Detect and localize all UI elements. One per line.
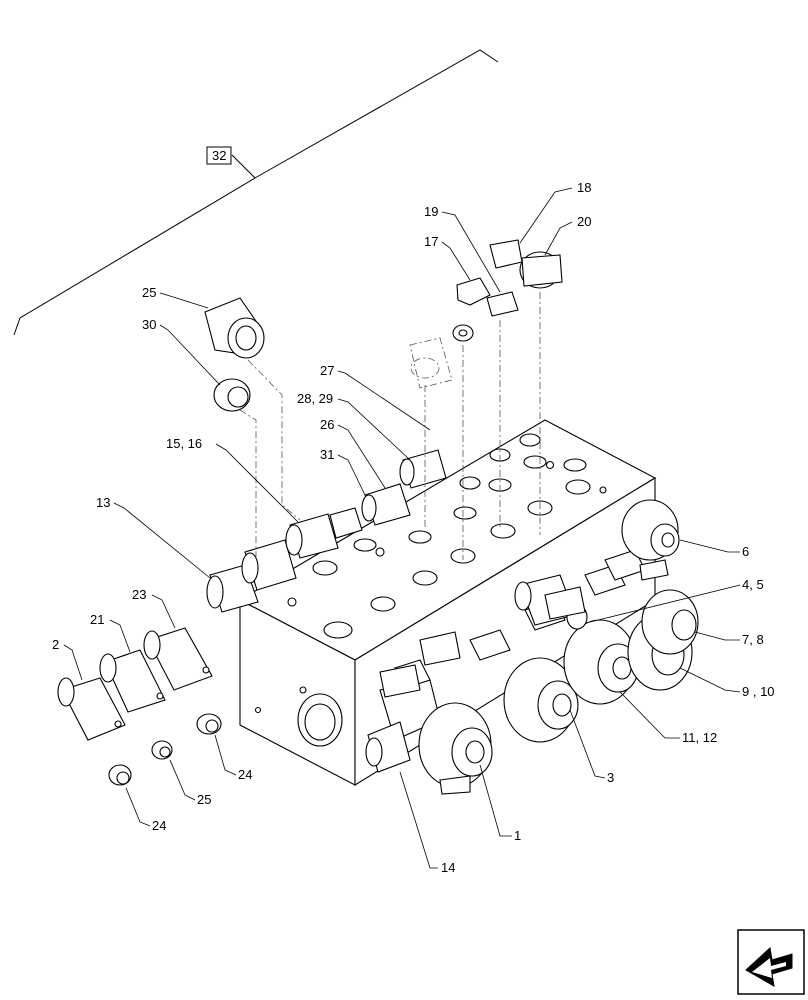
fitting-item-28-29: [399, 449, 447, 489]
cap-item-20: [519, 251, 563, 289]
callout-24-upper: 24: [238, 767, 252, 782]
callout-6: 6: [742, 544, 749, 559]
callout-32: 32: [212, 148, 226, 163]
callout-7-8: 7, 8: [742, 632, 764, 647]
callout-20: 20: [577, 214, 591, 229]
callout-30: 30: [142, 317, 156, 332]
coil-connectors: [379, 586, 586, 698]
ghost-part-item-27: [409, 337, 453, 389]
cartridge-item-23: [143, 627, 213, 691]
callout-26: 26: [320, 417, 334, 432]
callout-2: 2: [52, 637, 59, 652]
callout-13: 13: [96, 495, 110, 510]
callout-21: 21: [90, 612, 104, 627]
callout-1: 1: [514, 828, 521, 843]
cartridge-item-21: [99, 649, 166, 713]
cartridge-item-14: [365, 721, 411, 773]
assembly-centerlines: [239, 292, 541, 560]
left-fittings: [206, 449, 447, 613]
callout-32-box: [206, 146, 232, 165]
callout-15-16: 15, 16: [166, 436, 202, 451]
assembly-bracket: [13, 49, 499, 336]
nut-item-30: [213, 378, 251, 412]
callout-17: 17: [424, 234, 438, 249]
callout-19: 19: [424, 204, 438, 219]
callout-27: 27: [320, 363, 334, 378]
elbow-item-25: [204, 297, 265, 359]
cap-item-17: [456, 277, 491, 306]
callout-31: 31: [320, 447, 334, 462]
plug-item-24-upper: [196, 713, 222, 735]
callout-25-lower: 25: [197, 792, 211, 807]
callout-24-lower: 24: [152, 818, 166, 833]
top-ports: [287, 433, 607, 639]
washer: [452, 324, 474, 342]
callout-18: 18: [577, 180, 591, 195]
fitting-item-31: [361, 483, 411, 526]
callout-labels: 32 18 19 20 17 25 30 27 28, 29 26 15, 16…: [52, 146, 775, 875]
callout-28-29: 28, 29: [297, 391, 333, 406]
callout-11-12: 11, 12: [682, 730, 717, 745]
loose-parts: [57, 239, 563, 786]
callout-4-5: 4, 5: [742, 577, 764, 592]
fitting-item-15-16: [285, 513, 339, 559]
plug-item-25-lower: [151, 740, 173, 760]
cap-item-18: [489, 239, 523, 269]
coil-item-7-8: [604, 549, 699, 655]
callout-3: 3: [607, 770, 614, 785]
callout-14: 14: [441, 860, 455, 875]
callout-9-10: 9 , 10: [742, 684, 775, 699]
arrow-navigation-icon[interactable]: [737, 929, 805, 995]
callout-25-top: 25: [142, 285, 156, 300]
callout-23: 23: [132, 587, 146, 602]
cartridge-item-2: [57, 677, 126, 741]
plug-item-24-lower: [108, 764, 132, 786]
cap-item-19: [486, 291, 519, 317]
leader-lines: [63, 187, 741, 869]
coil-item-6: [621, 499, 680, 581]
solenoid-coils: [365, 499, 699, 795]
coil-item-3: [469, 629, 579, 743]
